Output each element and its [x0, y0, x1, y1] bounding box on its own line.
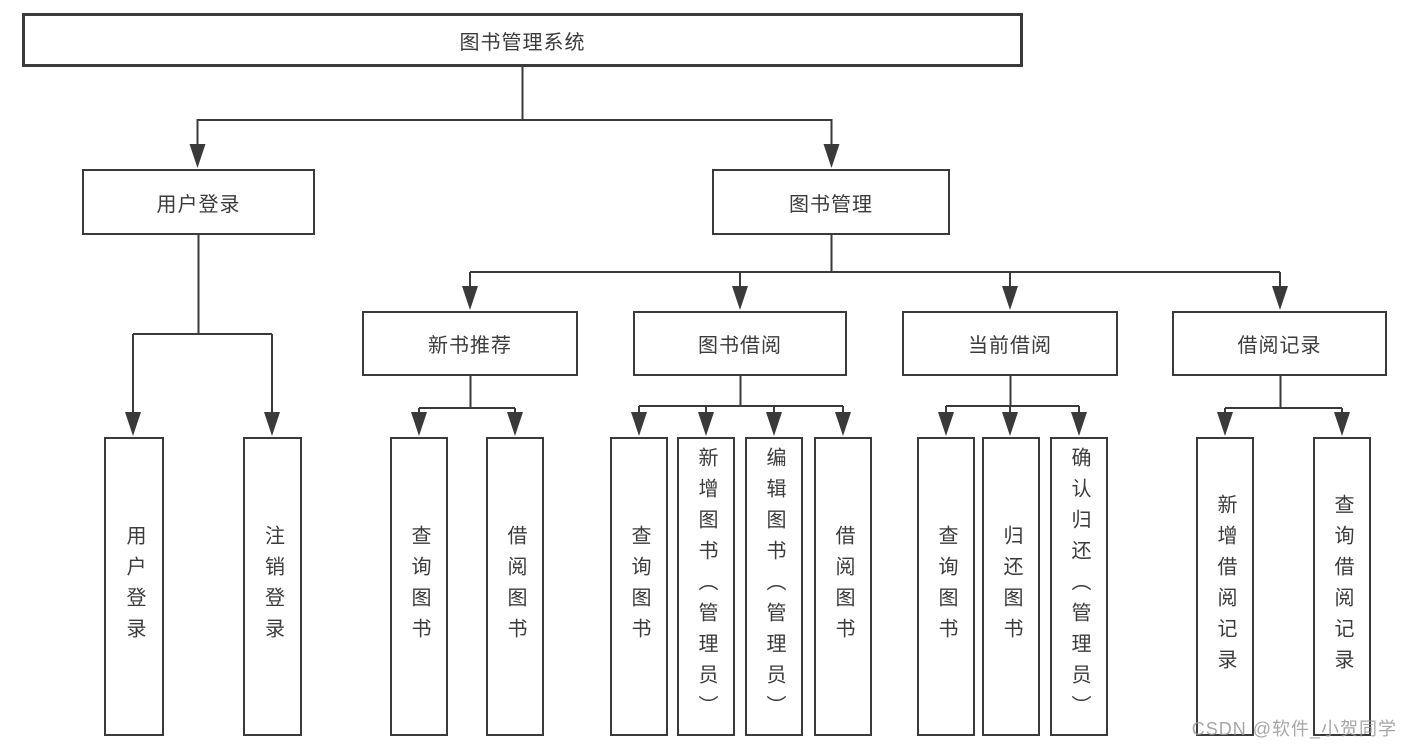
node-label: 新增图书（管理员）: [695, 447, 717, 726]
node-label: 借阅记录: [1237, 335, 1322, 357]
leaf-confirm-return-admin: 确认归还（管理员）: [1050, 437, 1108, 736]
node-label: 借阅图书: [504, 524, 526, 649]
arrowhead-icon: [1272, 286, 1288, 310]
arrowhead-icon: [698, 412, 714, 436]
node-label: 注销登录: [261, 524, 284, 649]
node-system-root: 图书管理系统: [22, 13, 1023, 67]
arrowhead-icon: [264, 412, 280, 436]
node-label: 编辑图书（管理员）: [763, 447, 785, 726]
leaf-query-books: 查询图书: [390, 437, 448, 736]
node-label: 新书推荐: [428, 335, 512, 357]
node-label: 借阅图书: [832, 524, 854, 649]
leaf-add-books-admin: 新增图书（管理员）: [677, 437, 735, 736]
arrowhead-icon: [507, 412, 523, 436]
leaf-borrow-books: 借阅图书: [814, 437, 872, 736]
node-user-login: 用户登录: [82, 169, 315, 235]
node-label: 图书管理: [789, 193, 873, 216]
arrowhead-icon: [1334, 412, 1350, 436]
arrowhead-icon: [1002, 412, 1018, 436]
node-label: 用户登录: [123, 524, 145, 649]
arrowhead-icon: [1071, 412, 1087, 436]
leaf-user-login: 用户登录: [104, 437, 164, 736]
node-label: 图书借阅: [698, 335, 782, 357]
csdn-watermark: CSDN @软件_小贺同学: [1191, 719, 1397, 739]
node-book-borrowing: 图书借阅: [633, 311, 847, 376]
node-label: 当前借阅: [968, 335, 1052, 357]
node-label: 查询图书: [408, 524, 430, 649]
leaf-query-books: 查询图书: [917, 437, 975, 736]
arrowhead-icon: [823, 144, 840, 168]
arrowhead-icon: [1002, 286, 1018, 310]
arrowhead-icon: [462, 286, 478, 310]
node-label: 确认归还（管理员）: [1068, 447, 1090, 726]
arrowhead-icon: [732, 286, 748, 310]
arrowhead-icon: [189, 144, 206, 168]
leaf-query-borrow-record: 查询借阅记录: [1313, 437, 1371, 736]
leaf-query-books: 查询图书: [610, 437, 668, 736]
arrowhead-icon: [1217, 412, 1233, 436]
leaf-logout: 注销登录: [243, 437, 302, 736]
arrowhead-icon: [125, 412, 141, 436]
node-borrowing-records: 借阅记录: [1172, 311, 1387, 376]
leaf-borrow-books: 借阅图书: [486, 437, 544, 736]
node-label: 图书管理系统: [459, 31, 586, 54]
node-label: 归还图书: [1000, 524, 1022, 649]
node-book-management: 图书管理: [712, 169, 950, 235]
node-current-borrowing: 当前借阅: [902, 311, 1118, 376]
arrowhead-icon: [766, 412, 782, 436]
arrowhead-icon: [631, 412, 647, 436]
node-label: 用户登录: [156, 193, 241, 216]
node-label: 新增借阅记录: [1214, 493, 1236, 680]
leaf-edit-books-admin: 编辑图书（管理员）: [745, 437, 803, 736]
arrowhead-icon: [835, 412, 851, 436]
node-label: 查询图书: [628, 524, 650, 649]
node-label: 查询借阅记录: [1331, 493, 1353, 680]
node-label: 查询图书: [935, 524, 957, 649]
arrowhead-icon: [411, 412, 427, 436]
leaf-return-books: 归还图书: [982, 437, 1040, 736]
node-new-book-recommend: 新书推荐: [362, 311, 578, 376]
arrowhead-icon: [938, 412, 954, 436]
leaf-add-borrow-record: 新增借阅记录: [1196, 437, 1254, 736]
arrowhead-icons: [125, 144, 1350, 436]
